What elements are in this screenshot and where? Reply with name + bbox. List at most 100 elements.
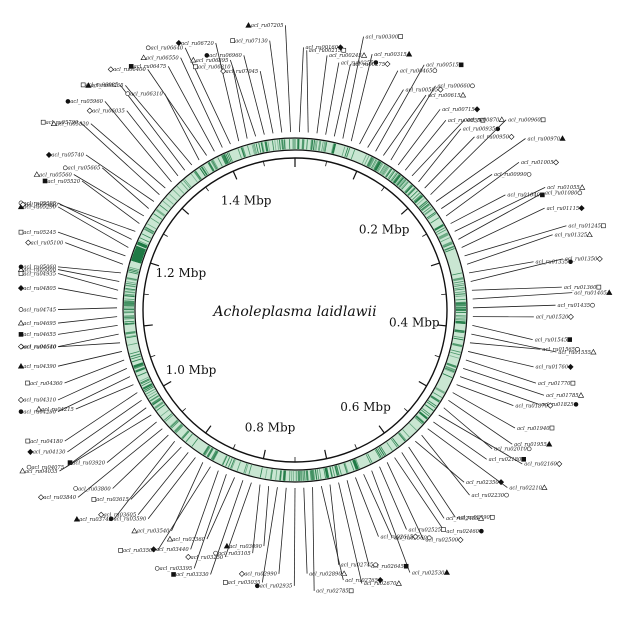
gene-label: acl_ru05000 xyxy=(23,267,56,273)
feature-mark xyxy=(210,450,218,460)
diamond-marker xyxy=(556,460,563,467)
gene-label: acl_ru05820 xyxy=(56,121,89,127)
feature-mark xyxy=(381,165,388,175)
callout-line xyxy=(448,399,513,445)
feature-mark xyxy=(124,300,135,302)
scale-tick xyxy=(163,380,172,387)
feature-mark xyxy=(317,140,321,151)
gene-label: acl_ru05245 xyxy=(23,230,56,236)
feature-mark xyxy=(264,468,268,479)
diamond-marker xyxy=(98,511,105,518)
gene-label: acl_ru01005 xyxy=(521,160,554,166)
feature-mark xyxy=(251,144,255,155)
callout-line xyxy=(67,399,142,453)
feature-mark xyxy=(133,253,144,259)
triangle-marker xyxy=(166,535,174,542)
triangle-marker xyxy=(586,231,593,238)
feature-mark xyxy=(259,467,263,478)
feature-mark xyxy=(361,154,367,164)
feature-mark xyxy=(454,288,465,291)
feature-mark xyxy=(355,458,360,469)
feature-mark xyxy=(221,455,227,465)
gene-label: acl_ru01565 xyxy=(542,347,575,353)
circle-marker xyxy=(65,99,71,104)
gene-label: acl_ru03920 xyxy=(72,460,105,466)
feature-mark xyxy=(125,285,136,288)
feature-mark xyxy=(160,409,170,417)
feature-mark xyxy=(399,179,407,188)
feature-mark xyxy=(452,342,463,348)
feature-mark xyxy=(310,139,313,150)
scale-tick xyxy=(434,355,440,358)
feature-mark xyxy=(452,272,463,276)
feature-mark xyxy=(212,159,219,169)
gene-label: acl_ru00935 xyxy=(463,127,496,133)
gene-label: acl_ru05740 xyxy=(51,153,84,159)
gene-label: acl_ru04310 xyxy=(23,398,56,404)
square-marker xyxy=(42,178,48,184)
callout-line xyxy=(435,138,526,202)
callout-line xyxy=(278,487,287,574)
callout-line xyxy=(259,71,274,134)
feature-mark xyxy=(442,241,453,248)
callout-line xyxy=(379,466,407,530)
feature-mark xyxy=(438,233,449,240)
square-marker xyxy=(230,38,236,43)
gene-label: acl_ru00300 xyxy=(366,34,399,40)
callout-line xyxy=(57,206,129,248)
feature-mark xyxy=(193,170,202,181)
gene-label: acl_ru04130 xyxy=(33,450,66,456)
gene-label: acl_ru01825 xyxy=(541,402,574,408)
scale-label: 0.8 Mbp xyxy=(245,420,296,434)
feature-mark xyxy=(222,154,230,165)
feature-mark xyxy=(386,442,393,451)
feature-mark xyxy=(124,293,135,296)
feature-mark xyxy=(398,178,406,187)
feature-mark xyxy=(414,195,423,203)
feature-mark xyxy=(438,232,448,238)
gene-label: acl_ru00465 xyxy=(400,68,433,74)
triangle-marker xyxy=(360,52,368,58)
feature-mark xyxy=(410,190,418,199)
feature-mark xyxy=(260,142,264,153)
feature-mark xyxy=(281,139,283,150)
feature-mark xyxy=(446,362,457,368)
feature-mark xyxy=(137,241,148,247)
gene-label: acl_ru01785 xyxy=(546,393,579,399)
gene-label: acl_ru01435 xyxy=(558,303,591,309)
triangle-marker xyxy=(395,580,402,586)
feature-mark xyxy=(124,323,135,325)
gene-label: acl_ru01335 xyxy=(536,260,569,266)
diamond-marker xyxy=(37,494,45,501)
gene-label: acl_ru07045 xyxy=(226,69,259,75)
square-marker xyxy=(549,425,555,431)
callout-line xyxy=(456,384,514,406)
callout-line xyxy=(342,36,364,139)
callout-line xyxy=(79,121,160,195)
feature-mark xyxy=(211,160,218,170)
callout-line xyxy=(90,123,166,189)
feature-mark xyxy=(165,414,174,422)
callout-line xyxy=(427,428,508,488)
gene-label: acl_ru04655 xyxy=(23,332,56,338)
gene-label: acl_ru04360 xyxy=(30,381,63,387)
scale-tick xyxy=(441,293,447,296)
feature-mark xyxy=(367,453,373,463)
feature-mark xyxy=(379,164,386,174)
feature-mark xyxy=(306,139,308,150)
gene-label: acl_ru01040 xyxy=(507,193,540,199)
triangle-marker xyxy=(405,50,413,57)
circle-marker xyxy=(568,259,573,265)
gene-label: acl_ru00660 xyxy=(437,84,470,90)
feature-mark xyxy=(414,417,423,425)
scale-tick xyxy=(437,324,447,327)
feature-mark xyxy=(316,469,320,480)
square-marker xyxy=(18,332,24,337)
gene-label: acl_ru03105 xyxy=(218,551,251,557)
gene-label: acl_ru01325 xyxy=(555,233,588,239)
triangle-marker xyxy=(223,542,231,549)
diamond-marker xyxy=(498,479,505,486)
square-marker xyxy=(91,497,97,502)
triangle-marker xyxy=(35,405,42,412)
callout-line xyxy=(180,57,223,148)
